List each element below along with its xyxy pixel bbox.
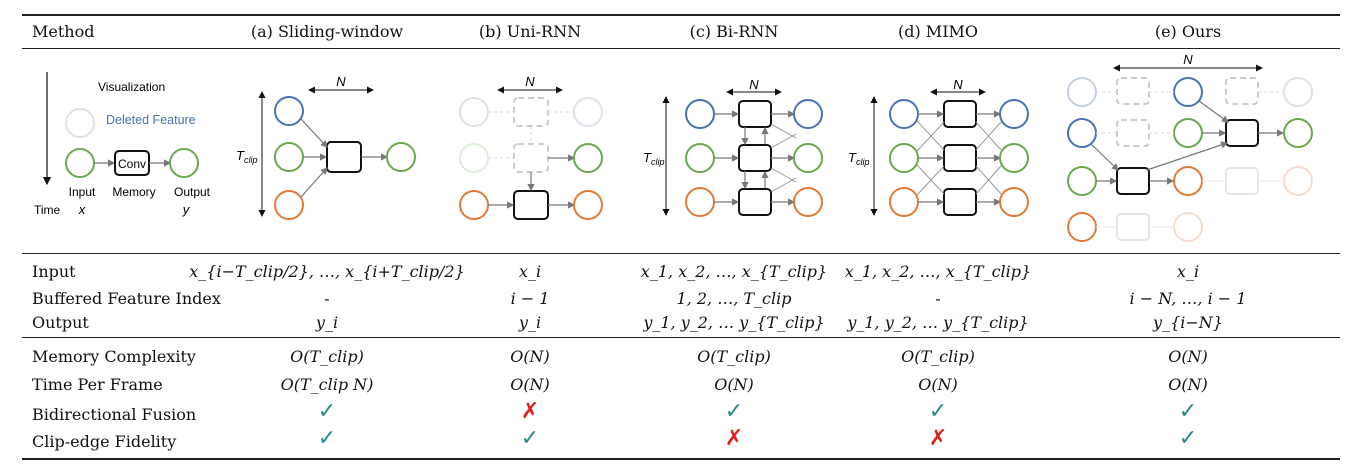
io-rule <box>22 337 1340 338</box>
svg-text:N: N <box>1183 52 1193 67</box>
cell-input-d: x_1, x_2, …, x_{T_clip} <box>844 262 1032 281</box>
diagram-a: N Tclip <box>236 74 416 220</box>
row-label-time: Time Per Frame <box>32 375 163 394</box>
cell-output-a: y_i <box>315 313 339 332</box>
cell-buffer-d: - <box>935 289 941 308</box>
header-col-b: (b) Uni-RNN <box>478 22 582 41</box>
svg-text:Tclip: Tclip <box>236 148 257 165</box>
row-label-edge: Clip-edge Fidelity <box>32 432 177 451</box>
row-label-input: Input <box>32 262 76 281</box>
check-icon: ✓ <box>928 399 948 424</box>
top-rule <box>22 14 1340 16</box>
cell-input-c: x_1, x_2, …, x_{T_clip} <box>640 262 828 281</box>
svg-text:Tclip: Tclip <box>643 150 664 167</box>
svg-text:N: N <box>336 74 346 89</box>
header-col-e: (e) Ours <box>1154 22 1222 41</box>
row-label-buffer: Buffered Feature Index <box>32 289 221 308</box>
row-label-bidir: Bidirectional Fusion <box>32 405 197 424</box>
bottom-rule <box>22 458 1340 460</box>
header-col-d: (d) MIMO <box>897 22 979 41</box>
cell-buffer-a: - <box>324 289 330 308</box>
diagram-d: N Tclip <box>848 77 1029 217</box>
check-icon: ✓ <box>1178 426 1198 451</box>
cell-memory-a: O(T_clip) <box>290 347 364 366</box>
diagram-c: N Tclip <box>643 77 823 217</box>
cell-time-d: O(N) <box>918 375 958 394</box>
cell-output-c: y_1, y_2, … y_{T_clip} <box>643 313 825 332</box>
diagrams-svg: Visualization Deleted Feature Conv Input… <box>34 52 1313 242</box>
legend-time: Time <box>34 203 61 217</box>
legend-output: Output <box>174 185 211 199</box>
cross-icon: ✗ <box>520 399 540 424</box>
cell-time-e: O(N) <box>1168 375 1208 394</box>
legend-x: x <box>78 202 86 217</box>
legend-memory: Memory <box>112 185 155 199</box>
legend-y: y <box>182 202 191 217</box>
cell-time-c: O(N) <box>714 375 754 394</box>
check-icon: ✓ <box>1178 399 1198 424</box>
cross-icon: ✗ <box>724 426 744 451</box>
diagram-rule <box>22 253 1340 254</box>
cell-memory-d: O(T_clip) <box>901 347 975 366</box>
legend-deleted-node <box>65 108 95 138</box>
diagram-b: N <box>459 74 603 220</box>
cell-memory-c: O(T_clip) <box>697 347 771 366</box>
svg-text:N: N <box>749 77 759 92</box>
check-icon: ✓ <box>520 426 540 451</box>
cell-output-e: y_{i−N} <box>1153 313 1223 332</box>
cell-output-d: y_1, y_2, … y_{T_clip} <box>847 313 1029 332</box>
cell-input-b: x_i <box>518 262 542 281</box>
legend-output-node <box>169 148 199 178</box>
cell-input-a: x_{i−T_clip/2}, …, x_{i+T_clip/2} <box>189 262 465 281</box>
legend-conv: Conv <box>118 157 146 171</box>
cell-input-e: x_i <box>1176 262 1200 281</box>
diagram-e: N <box>1067 52 1313 242</box>
cell-time-b: O(N) <box>510 375 550 394</box>
cross-icon: ✗ <box>928 426 948 451</box>
legend-input-node <box>65 148 95 178</box>
header-rule <box>22 48 1340 49</box>
cell-buffer-c: 1, 2, …, T_clip <box>676 289 792 308</box>
cell-output-b: y_i <box>518 313 542 332</box>
svg-text:N: N <box>525 74 535 89</box>
row-label-output: Output <box>32 313 89 332</box>
cell-buffer-b: i − 1 <box>510 289 550 308</box>
check-icon: ✓ <box>317 426 337 451</box>
svg-text:Tclip: Tclip <box>848 150 869 167</box>
row-label-memory: Memory Complexity <box>32 347 196 366</box>
legend-deleted-text: Deleted Feature <box>106 113 196 127</box>
cell-buffer-e: i − N, …, i − 1 <box>1129 289 1247 308</box>
legend: Visualization Deleted Feature Conv Input… <box>34 72 211 217</box>
header-method: Method <box>32 22 95 41</box>
svg-text:N: N <box>953 77 963 92</box>
check-icon: ✓ <box>724 399 744 424</box>
cell-memory-b: O(N) <box>510 347 550 366</box>
legend-visualization: Visualization <box>98 80 165 94</box>
check-icon: ✓ <box>317 399 337 424</box>
cell-time-a: O(T_clip N) <box>280 375 374 394</box>
cell-memory-e: O(N) <box>1168 347 1208 366</box>
header-col-c: (c) Bi-RNN <box>689 22 779 41</box>
header-col-a: (a) Sliding-window <box>250 22 404 41</box>
legend-input: Input <box>69 185 96 199</box>
